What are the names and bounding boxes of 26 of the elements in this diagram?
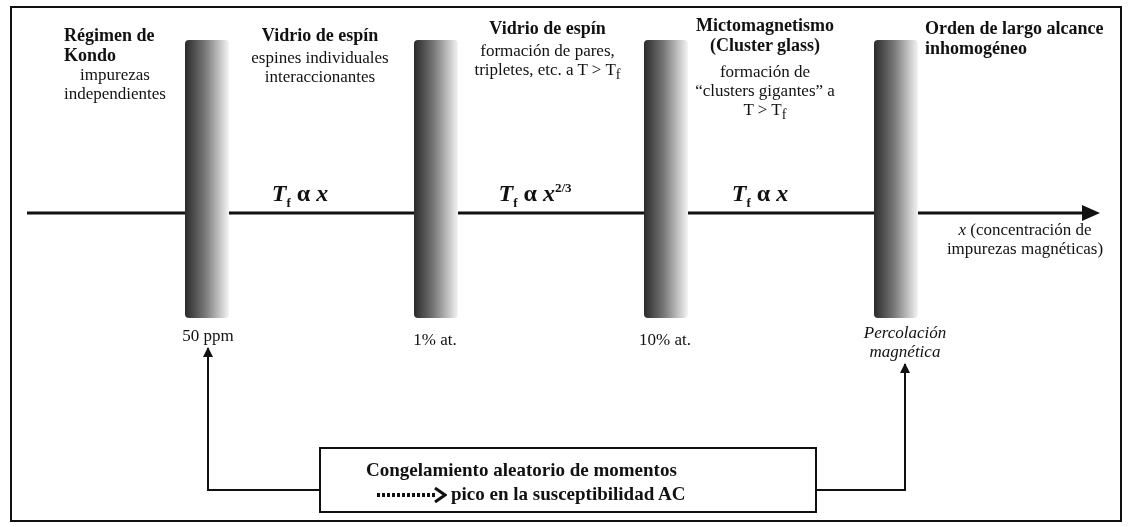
box-text: Congelamiento aleatorio de momentos	[366, 459, 677, 481]
gradient-bar	[185, 40, 229, 318]
phase-description: impurezas independientes	[63, 65, 167, 103]
phase-heading: Orden de largo alcance inhomogéneo	[925, 18, 1105, 58]
phase-description: formación de pares, tripletes, etc. a T > T$_{f}$	[473, 41, 622, 85]
formula: T$_{f}$ α x$^{2/3}$	[497, 180, 573, 211]
arrow	[203, 347, 320, 491]
gradient-bar	[644, 40, 688, 318]
phase-heading: Vidrio de espín	[260, 25, 380, 45]
formula: T$_{f}$ α x	[730, 180, 790, 211]
box-text: pico en la susceptibilidad AC	[451, 483, 686, 505]
phase-description: formación de “clusters gigantes” a T > T$_{f}$	[694, 62, 836, 125]
axis-label: x (concentración de impurezas magnéticas)	[945, 220, 1105, 258]
phase-heading: Régimen de Kondo	[64, 25, 156, 65]
phase-heading: Mictomagnetismo (Cluster glass)	[695, 15, 835, 55]
phase-heading: Vidrio de espín	[488, 18, 607, 38]
gradient-bar	[874, 40, 918, 318]
threshold-label: 10% at.	[625, 330, 705, 349]
threshold-label: 50 ppm	[168, 326, 248, 345]
process-box	[319, 447, 817, 513]
threshold-label: Percolación magnética	[845, 323, 965, 361]
phase-description: espines individuales interaccionantes	[250, 48, 390, 86]
formula: T$_{f}$ α x	[270, 180, 330, 211]
arrow	[816, 363, 910, 491]
threshold-label: 1% at.	[395, 330, 475, 349]
gradient-bar	[414, 40, 458, 318]
